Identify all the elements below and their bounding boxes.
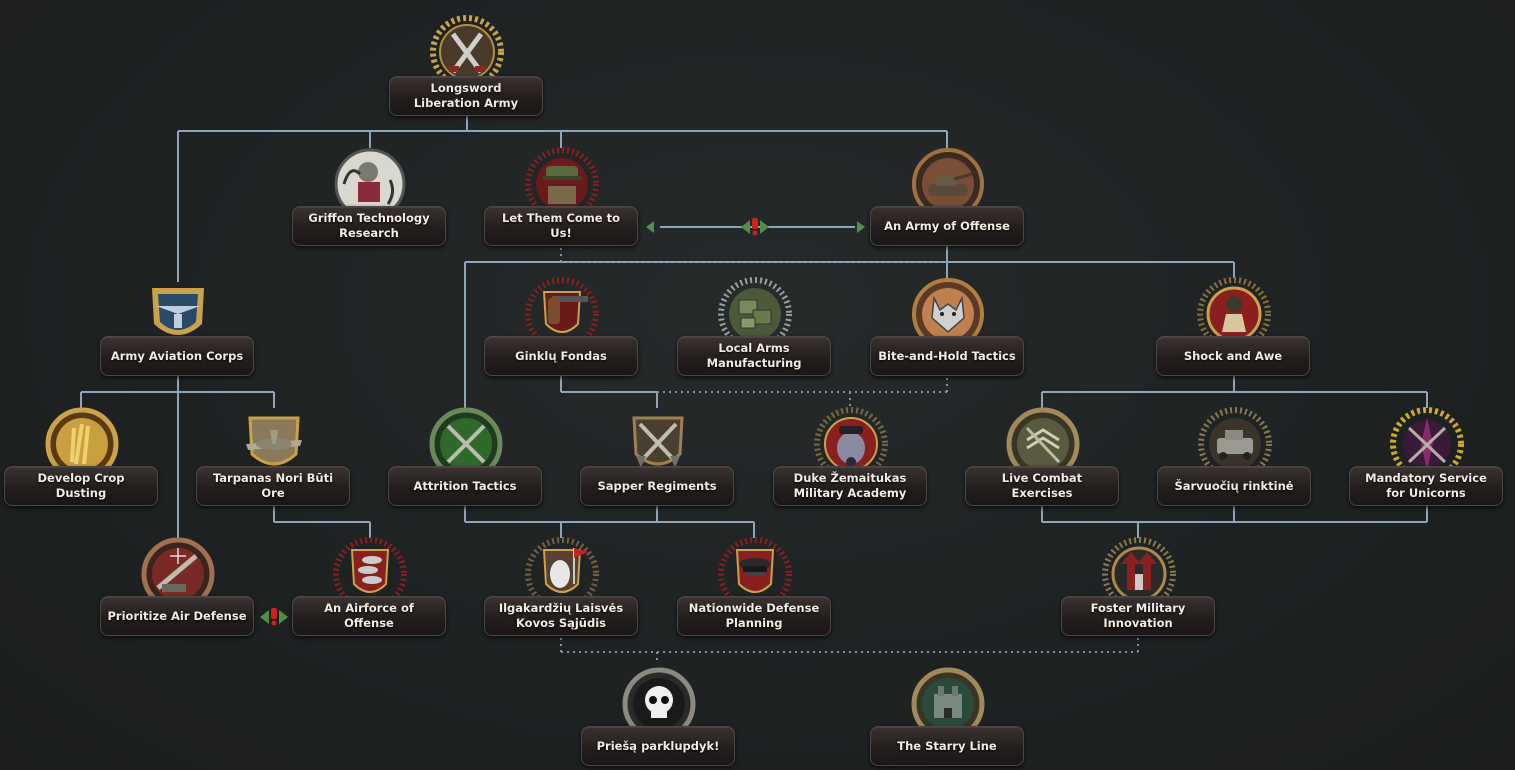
focus-label: Duke Žemaitukas Military Academy: [773, 466, 927, 506]
focus-label: Local Arms Manufacturing: [677, 336, 831, 376]
focus-label: Bite-and-Hold Tactics: [870, 336, 1024, 376]
focus-label: Tarpanas Nori Būti Ore: [196, 466, 350, 506]
focus-label: Griffon Technology Research: [292, 206, 446, 246]
focus-label: Ginklų Fondas: [484, 336, 638, 376]
focus-label: Live Combat Exercises: [965, 466, 1119, 506]
focus-label: Let Them Come to Us!: [484, 206, 638, 246]
focus-label: Shock and Awe: [1156, 336, 1310, 376]
focus-label: Attrition Tactics: [388, 466, 542, 506]
exclusive-right-arrow-icon: [857, 221, 865, 233]
focus-label: An Airforce of Offense: [292, 596, 446, 636]
focus-label: Foster Military Innovation: [1061, 596, 1215, 636]
exclusive-left-arrow-icon: [646, 221, 654, 233]
focus-label: Longsword Liberation Army: [389, 76, 543, 116]
mutually-exclusive-air-icon: [260, 607, 288, 627]
focus-label: Ilgakardžių Laisvės Kovos Sąjūdis: [484, 596, 638, 636]
focus-label: The Starry Line: [870, 726, 1024, 766]
focus-label: Prioritize Air Defense: [100, 596, 254, 636]
mutually-exclusive-icon: [741, 217, 769, 237]
focus-label: Priešą parklupdyk!: [581, 726, 735, 766]
focus-label: Nationwide Defense Planning: [677, 596, 831, 636]
focus-label: Mandatory Service for Unicorns: [1349, 466, 1503, 506]
focus-label: Šarvuočių rinktinė: [1157, 466, 1311, 506]
focus-label: Army Aviation Corps: [100, 336, 254, 376]
focus-label: An Army of Offense: [870, 206, 1024, 246]
focus-label: Sapper Regiments: [580, 466, 734, 506]
focus-label: Develop Crop Dusting: [4, 466, 158, 506]
